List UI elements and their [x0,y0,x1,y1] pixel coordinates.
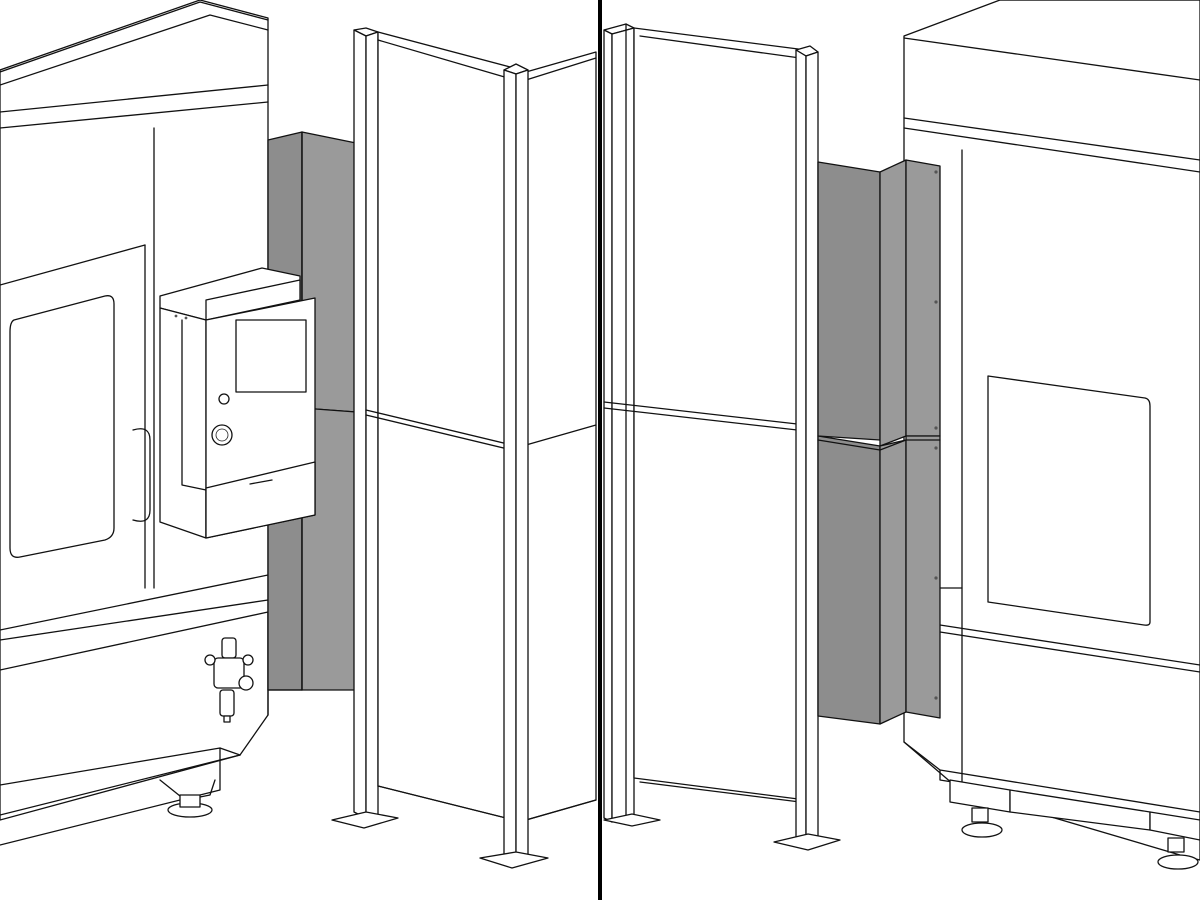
guard-panel-right [817,159,941,725]
fence-post-left-a [331,27,399,829]
leveling-foot-left [159,779,216,818]
control-panel [159,267,316,539]
fence-post-right-a [603,23,661,827]
leveling-foot-right-a [961,807,1003,838]
control-panel-knob [218,393,230,405]
fence-post-right-b [773,45,841,851]
air-regulator [204,637,254,723]
emergency-stop-button [211,424,233,446]
fence-panel-left [365,31,597,821]
door-handle [132,428,151,522]
fence-post-left-b [479,63,549,869]
control-panel-screen [235,319,307,393]
left-panel [0,0,597,869]
machine-window-right [987,375,1151,626]
leveling-foot-right-b [1157,837,1199,870]
panel-divider [598,0,602,900]
fence-panel-right [603,27,807,803]
right-panel [603,0,1200,870]
machine-cabinet-left [0,0,269,846]
drawer-handle [249,479,273,485]
machine-window-left [9,295,115,558]
machine-base-right [949,779,1200,841]
